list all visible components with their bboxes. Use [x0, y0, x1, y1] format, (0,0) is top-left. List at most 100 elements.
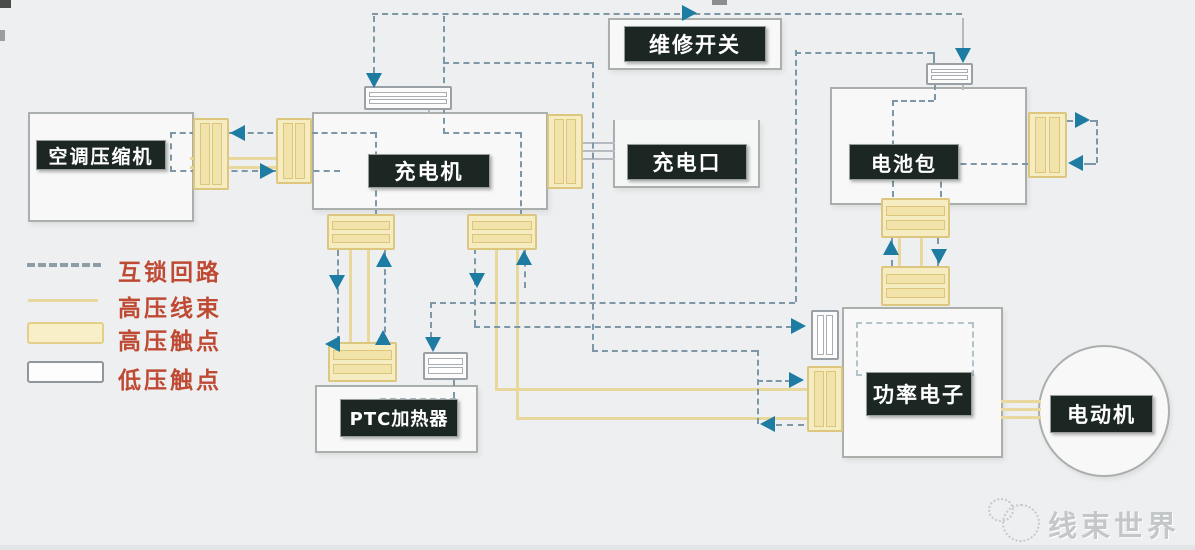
hv-wire: [495, 388, 810, 391]
flow-arrow-icon: [366, 73, 382, 88]
flow-arrow-icon: [883, 240, 899, 255]
hv-contact: [276, 118, 312, 184]
interlock-wire: [430, 302, 795, 304]
hv-wire: [495, 248, 498, 390]
flow-arrow-icon: [469, 273, 485, 288]
label-compressor: 空调压缩机: [36, 140, 166, 170]
flow-arrow-icon: [329, 275, 345, 290]
flow-arrow-icon: [425, 337, 441, 352]
label-service-switch: 维修开关: [624, 26, 766, 62]
lv-contact: [364, 86, 452, 110]
legend-label-lv-contact: 低压触点: [118, 368, 222, 394]
interlock-wire: [170, 132, 172, 172]
lv-contact: [811, 310, 839, 360]
interlock-wire: [373, 16, 375, 73]
interlock-wire: [776, 424, 804, 426]
legend-label-interlock: 互锁回路: [118, 260, 222, 286]
interlock-wire: [592, 62, 594, 350]
label-charger: 充电机: [368, 154, 490, 188]
interlock-wire: [443, 62, 592, 64]
scan-artifact: [0, 30, 5, 41]
lv-wire: [581, 142, 615, 144]
flow-arrow-icon: [516, 250, 532, 265]
flow-arrow-icon: [931, 249, 947, 264]
hv-contact: [467, 214, 537, 250]
scan-edge: [0, 545, 1195, 550]
hv-contact: [327, 214, 395, 250]
flow-arrow-icon: [1068, 155, 1083, 171]
interlock-wire: [372, 13, 962, 15]
lv-contact: [926, 63, 973, 85]
hv-wire: [349, 248, 352, 344]
flow-arrow-icon: [682, 5, 697, 21]
hv-wire: [190, 166, 312, 169]
interlock-wire: [592, 350, 757, 352]
interlock-wire: [170, 170, 340, 172]
scan-artifact: [0, 0, 11, 8]
flow-arrow-icon: [1075, 112, 1090, 128]
interlock-wire: [933, 52, 935, 64]
interlock-wire: [430, 302, 432, 338]
hv-wire: [920, 236, 923, 268]
hv-contact: [547, 114, 583, 189]
scan-artifact: [712, 0, 727, 5]
flow-arrow-icon: [325, 336, 340, 352]
interlock-wire: [312, 132, 376, 134]
watermark-text: 线束世界: [1048, 509, 1181, 543]
interlock-wire: [1084, 163, 1096, 165]
interlock-wire: [892, 100, 934, 102]
hv-wire: [898, 236, 901, 268]
hv-wire: [516, 248, 519, 419]
interlock-wire: [795, 50, 797, 302]
legend-label-hv-harness: 高压线束: [118, 296, 222, 322]
interlock-wire: [757, 380, 791, 382]
interlock-wire: [940, 163, 942, 197]
legend-swatch-lv-contact: [27, 361, 104, 383]
label-ptc-heater: PTC加热器: [340, 399, 458, 437]
flow-arrow-icon: [230, 125, 245, 141]
lv-wire: [581, 150, 615, 152]
interlock-wire: [856, 322, 974, 376]
interlock-wire: [474, 326, 792, 328]
lv-contact: [423, 352, 468, 380]
interlock-wire: [337, 250, 339, 342]
label-charge-port: 充电口: [627, 144, 747, 180]
flow-arrow-icon: [791, 318, 806, 334]
interlock-wire: [443, 132, 521, 134]
hv-wire: [516, 417, 810, 420]
lv-wire: [581, 158, 615, 160]
legend-swatch-hv-harness: [28, 299, 98, 302]
hv-wire-motor-phase: [1001, 408, 1041, 411]
legend-swatch-hv-contact: [27, 322, 104, 344]
flow-arrow-icon: [260, 163, 275, 179]
legend-swatch-interlock: [27, 263, 101, 267]
hv-contact: [807, 366, 843, 432]
interlock-wire: [520, 132, 522, 216]
watermark-logo: [1002, 504, 1040, 542]
interlock-wire: [795, 52, 933, 54]
flow-arrow-icon: [789, 372, 804, 388]
hv-contact: [1028, 112, 1067, 178]
interlock-wire: [453, 380, 455, 398]
interlock-wire: [1096, 120, 1098, 163]
label-battery: 电池包: [849, 144, 959, 180]
hv-wire-motor-phase: [1001, 416, 1041, 419]
flow-arrow-icon: [375, 330, 391, 345]
lv-wire: [962, 84, 964, 90]
lv-wire: [962, 18, 964, 50]
flow-arrow-icon: [955, 48, 971, 63]
hv-wire: [367, 248, 370, 344]
flow-arrow-icon: [760, 416, 775, 432]
hv-contact: [881, 198, 950, 238]
hv-wire: [190, 157, 312, 160]
interlock-wire: [940, 163, 1028, 165]
legend-label-hv-contact: 高压触点: [118, 329, 222, 355]
interlock-wire: [384, 250, 386, 342]
interlock-wire: [524, 250, 526, 288]
label-motor: 电动机: [1050, 395, 1153, 433]
hv-contact: [193, 118, 229, 190]
hv-wire-motor-phase: [1001, 400, 1041, 403]
hv-contact: [881, 266, 950, 306]
interlock-wire: [934, 84, 936, 100]
